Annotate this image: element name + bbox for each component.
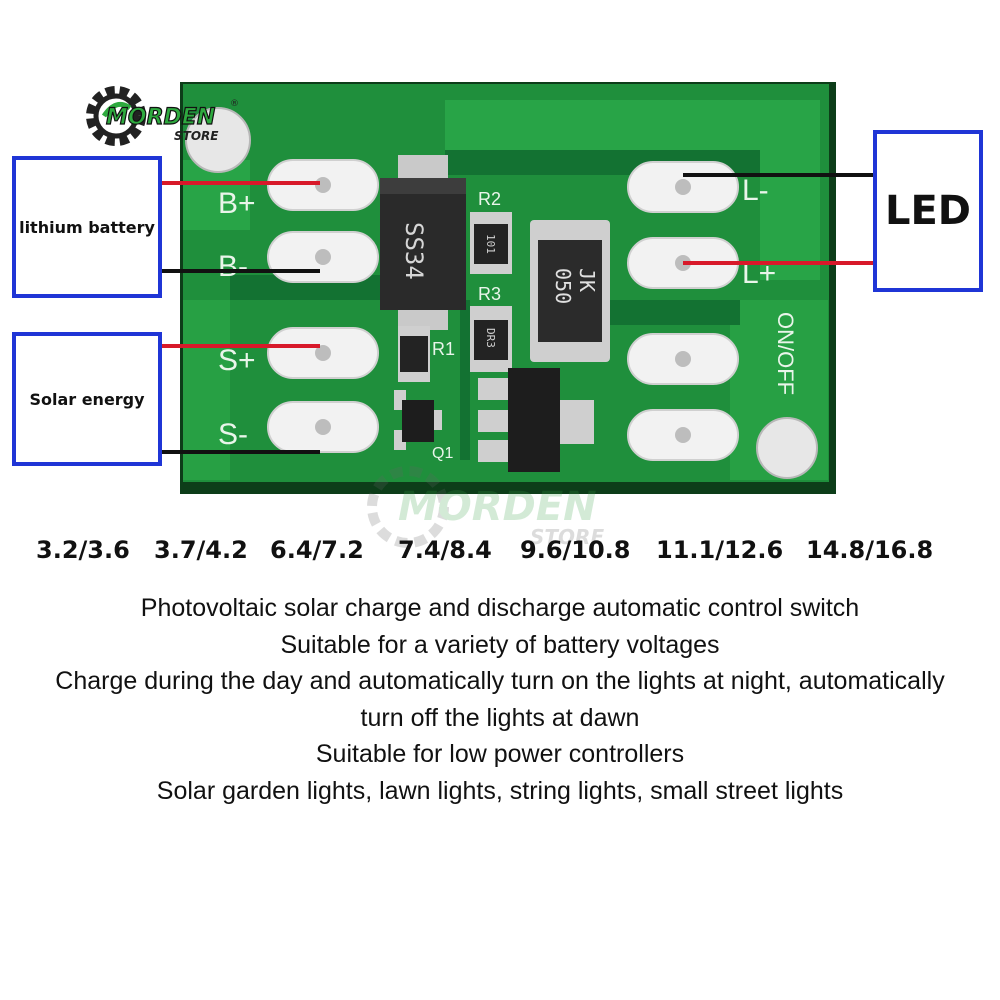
label-b-minus: B-: [218, 250, 248, 283]
inductor-jk050: JK 050: [530, 220, 610, 362]
ref-r3: R3: [478, 284, 501, 304]
voltage-option: 11.1/12.6: [656, 536, 784, 564]
label-b-plus: B+: [218, 187, 256, 220]
watermark-sub: STORE: [530, 525, 604, 549]
lithium-battery-box: lithium battery: [12, 156, 162, 298]
diode-ss34: SS34: [380, 155, 466, 330]
logo-mark: ®: [230, 99, 239, 109]
r2-value: 101: [484, 234, 497, 254]
description-line: Solar garden lights, lawn lights, string…: [156, 776, 844, 805]
wires: [160, 173, 876, 454]
trace-channel-3: [600, 300, 740, 325]
led-label: LED: [884, 188, 971, 234]
resistor-r1: [398, 326, 430, 382]
voltage-option: 14.8/16.8: [806, 536, 934, 564]
solar-energy-label: Solar energy: [29, 389, 145, 409]
r3-value: DR3: [484, 328, 497, 348]
diode-marking: SS34: [400, 222, 428, 280]
ref-r1: R1: [432, 339, 455, 359]
description-line: Photovoltaic solar charge and discharge …: [140, 594, 860, 622]
resistor-r3: DR3: [470, 306, 512, 372]
description-line: Suitable for a variety of battery voltag…: [280, 630, 720, 659]
inductor-marking-1: JK: [575, 268, 599, 292]
trace-channel-4: [460, 300, 470, 460]
transistor-q1: [394, 390, 442, 450]
voltage-option: 3.7/4.2: [154, 536, 248, 564]
label-on-off: ON/OFF: [773, 312, 798, 395]
right-pad-holes: [675, 179, 691, 443]
battery-voltage-list: 3.2/3.6 3.7/4.2 6.4/7.2 7.4/8.4 9.6/10.8…: [0, 536, 1000, 576]
voltage-option: 7.4/8.4: [398, 536, 492, 564]
mosfet-package: [478, 368, 594, 472]
label-s-minus: S-: [218, 418, 248, 451]
description-line: Suitable for low power controllers: [315, 740, 685, 768]
resistor-r2: 101: [470, 212, 512, 274]
description-line: Charge during the day and automatically …: [55, 667, 945, 695]
brand-logo: MORDEN ® STORE: [86, 86, 239, 146]
voltage-option: 9.6/10.8: [520, 536, 631, 564]
mounting-hole-top-left: [185, 107, 251, 173]
lithium-battery-label: lithium battery: [19, 217, 155, 237]
copper-pour-left: [183, 160, 250, 230]
label-s-plus: S+: [218, 344, 256, 377]
silkscreen-left-labels: B+ B- S+ S-: [218, 187, 256, 451]
copper-pour-top: [250, 100, 820, 280]
watermark-brand: MORDEN: [398, 484, 597, 530]
voltage-option: 3.2/3.6: [36, 536, 130, 564]
voltage-option: 6.4/7.2: [270, 536, 364, 564]
label-l-minus: L-: [742, 174, 769, 207]
logo-sub: STORE: [174, 129, 219, 143]
gear-icon: [86, 86, 146, 146]
ref-q1: Q1: [432, 445, 453, 462]
product-description: Photovoltaic solar charge and discharge …: [20, 590, 980, 809]
inductor-marking-2: 050: [551, 268, 575, 304]
logo-brand: MORDEN: [106, 105, 215, 130]
ref-r2: R2: [478, 189, 501, 209]
led-box: LED: [873, 130, 983, 292]
mounting-hole-bottom-right: [756, 417, 818, 479]
description-line: turn off the lights at dawn: [360, 703, 640, 732]
watermark-logo: MORDEN STORE: [367, 466, 604, 549]
solar-energy-box: Solar energy: [12, 332, 162, 466]
pcb-board-illustration: B+ B- S+ S- L- L+ ON/OFF SS34 R2 101 R3: [160, 82, 876, 494]
